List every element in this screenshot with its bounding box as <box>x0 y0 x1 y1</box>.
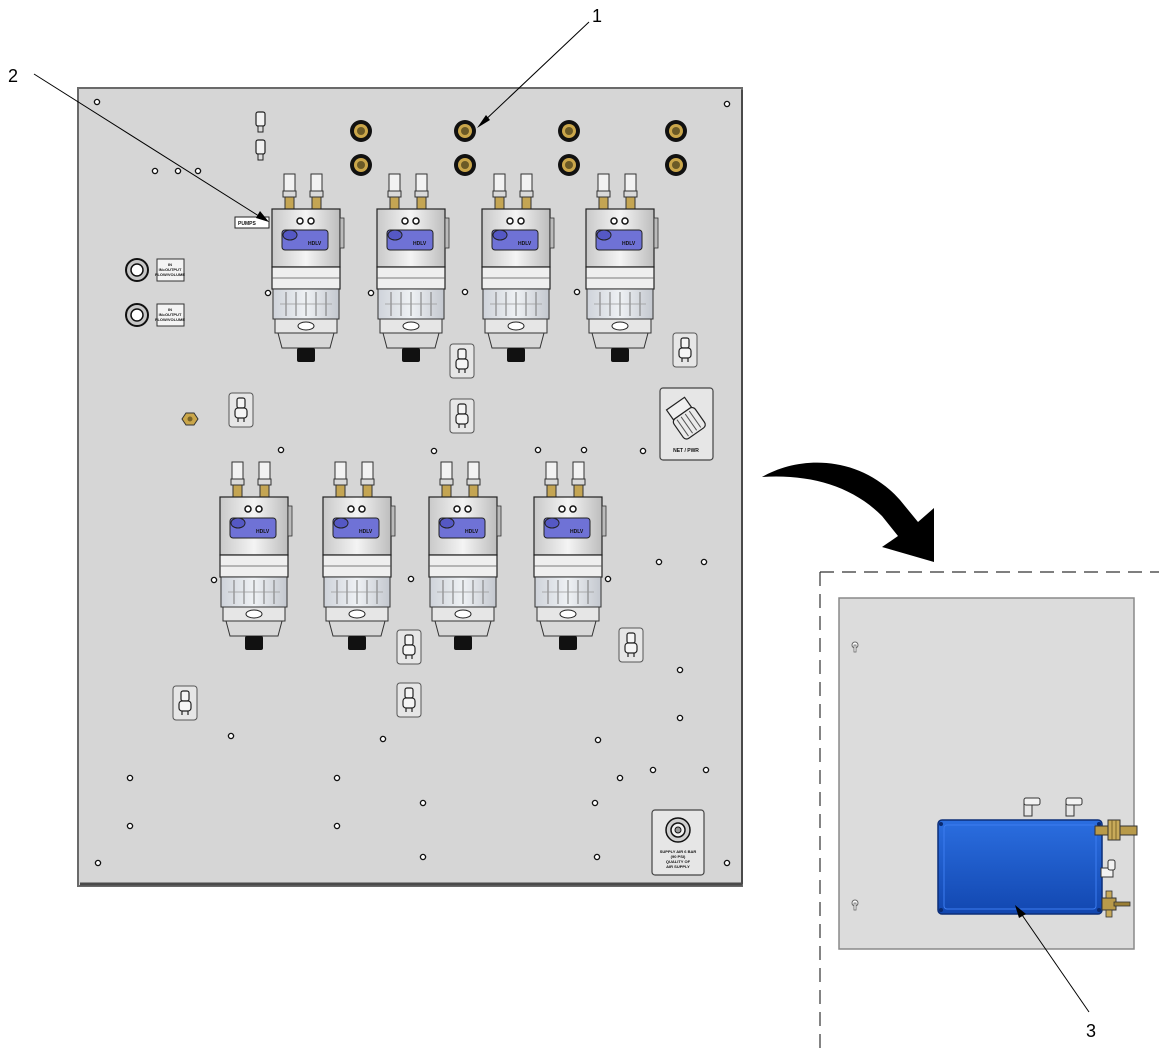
svg-text:NET / PWR: NET / PWR <box>673 448 699 454</box>
svg-text:PUMPS: PUMPS <box>238 221 256 227</box>
svg-text:3: 3 <box>1086 1021 1096 1041</box>
main-panel <box>77 87 743 887</box>
brass-fitting <box>1094 819 1138 841</box>
pumps-tag: PUMPS <box>234 216 270 229</box>
svg-text:SUPPLY AIR 6 BAR: SUPPLY AIR 6 BAR <box>660 849 697 854</box>
svg-text:IN=OUTPUT: IN=OUTPUT <box>159 312 182 317</box>
svg-text:FLOW/VOLUME: FLOW/VOLUME <box>155 272 185 277</box>
svg-text:QUALITY OF: QUALITY OF <box>666 859 691 864</box>
keyhole-icon <box>851 641 859 911</box>
input-fitting-2: IN IN=OUTPUT FLOW/VOLUME <box>125 303 185 327</box>
svg-text:IN: IN <box>168 262 172 267</box>
svg-text:IN: IN <box>168 307 172 312</box>
controller-box <box>937 819 1103 915</box>
top-fitting <box>255 111 266 161</box>
svg-text:FLOW/VOLUME: FLOW/VOLUME <box>155 317 185 322</box>
supply-air-plate: SUPPLY AIR 6 BAR (90 PSI) QUALITY OF AIR… <box>651 809 705 876</box>
callout-2: 2 <box>8 66 269 222</box>
side-fitting <box>1100 859 1131 918</box>
callout-3: 3 <box>1015 905 1096 1041</box>
curved-arrow-icon <box>762 462 934 562</box>
input-fitting-1: IN IN=OUTPUT FLOW/VOLUME <box>125 258 185 282</box>
elbow-fitting <box>1023 797 1083 817</box>
svg-text:IN=OUTPUT: IN=OUTPUT <box>159 267 182 272</box>
svg-text:2: 2 <box>8 66 18 86</box>
callout-1: 1 <box>477 6 602 128</box>
svg-text:(90 PSI): (90 PSI) <box>671 854 686 859</box>
net-pwr-connector: NET / PWR <box>659 387 714 461</box>
hex-nut <box>181 412 199 426</box>
svg-text:1: 1 <box>592 6 602 26</box>
svg-text:AIR SUPPLY: AIR SUPPLY <box>666 864 690 869</box>
detail-view <box>819 571 1159 1055</box>
